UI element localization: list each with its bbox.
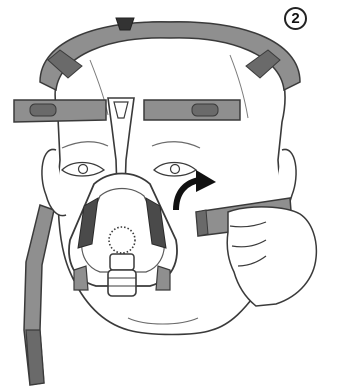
step-number-badge: 2: [284, 7, 307, 30]
lower-strap-left: [24, 205, 54, 385]
